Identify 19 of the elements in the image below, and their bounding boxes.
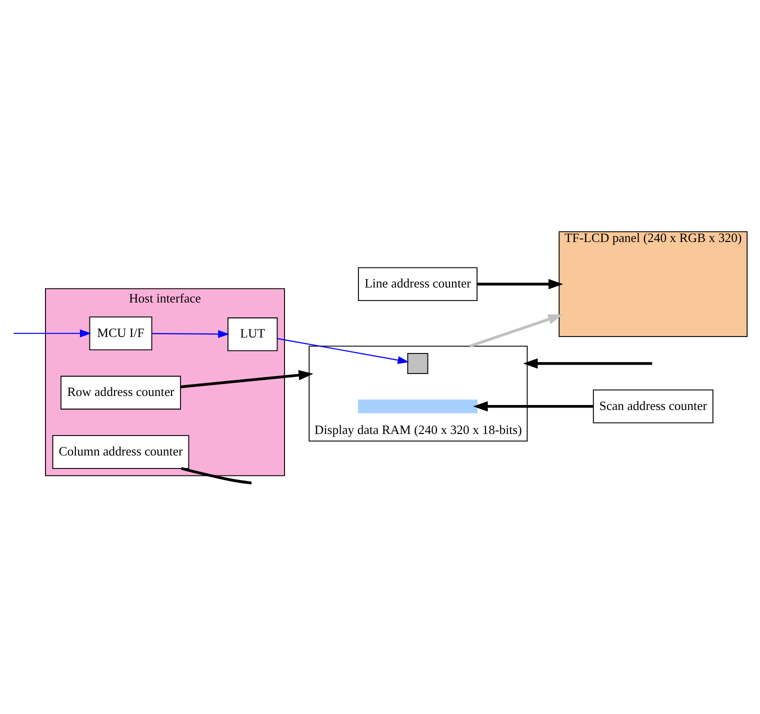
arrow	[152, 330, 230, 338]
connector	[180, 466, 252, 484]
arrow	[477, 278, 564, 289]
arrow	[523, 358, 652, 368]
node-box	[407, 352, 428, 374]
arrow	[277, 338, 410, 364]
node-box: LUT	[228, 316, 278, 351]
node-bar	[358, 399, 478, 413]
node-box: Row address counter	[60, 375, 181, 410]
arrow	[473, 400, 594, 411]
node-box: TF-LCD panel (240 x RGB x 320)	[558, 230, 748, 337]
arrow	[469, 314, 563, 347]
node-box: Scan address counter	[592, 389, 714, 423]
node-box: Line address counter	[358, 266, 478, 300]
arrow	[14, 328, 92, 337]
node-box: Column address counter	[52, 434, 190, 468]
node-box: MCU I/F	[89, 316, 152, 350]
cluster: Display data RAM (240 x 320 x 18-bits)	[308, 345, 528, 441]
arrow	[180, 370, 314, 388]
